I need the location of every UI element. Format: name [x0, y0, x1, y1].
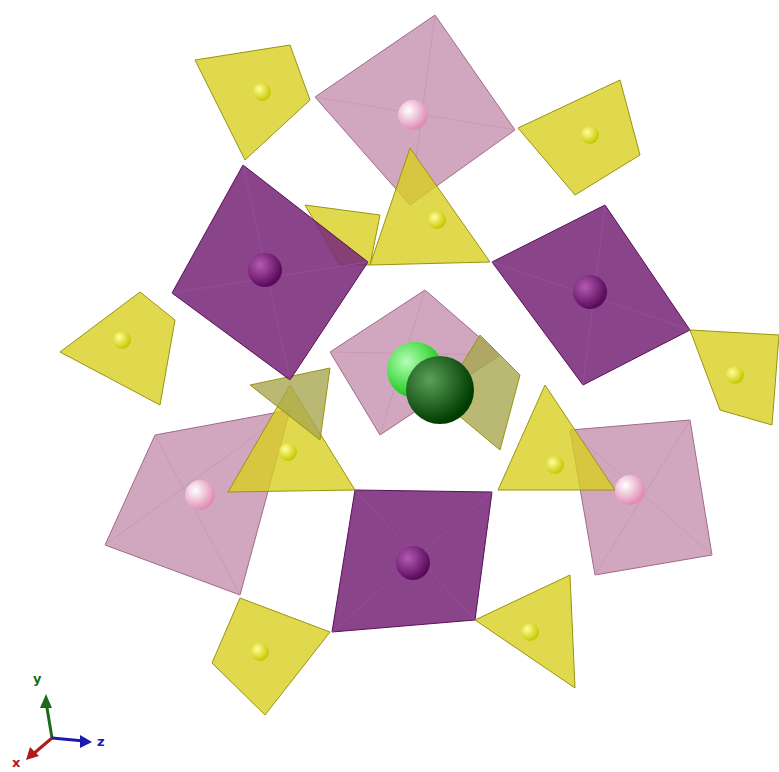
axis-label: z	[97, 735, 105, 748]
yellow-tetrahedra	[60, 45, 779, 715]
purple-octahedra	[172, 165, 690, 632]
atoms	[113, 83, 744, 661]
axis-label: y	[33, 672, 41, 685]
axis-label: x	[12, 756, 20, 769]
axis-triad	[26, 694, 92, 760]
